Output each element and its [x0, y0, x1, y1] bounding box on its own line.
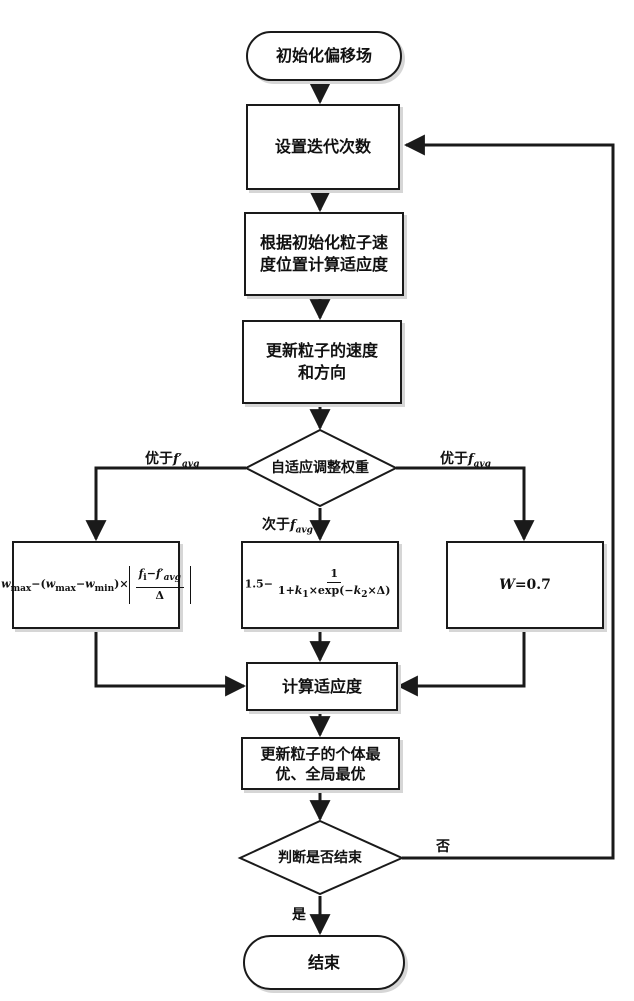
judge-end-text: 判断是否结束	[262, 847, 378, 869]
second-prefix: 次于	[262, 517, 290, 533]
decision-judge-end	[237, 819, 405, 896]
judge-end-label: 判断是否结束	[278, 850, 362, 866]
better-than-prefix-right: 优于	[440, 451, 468, 467]
set-iterations-label: 设置迭代次数	[274, 137, 371, 156]
edge-label-left: 优于f′avg	[145, 448, 199, 470]
edge-leftbox-to-calc	[94, 629, 247, 697]
edge-adaptive-left	[85, 466, 246, 542]
edge-label-right: 优于favg	[440, 448, 491, 470]
calc-init-fitness-node: 根据初始化粒子速度位置计算适应度	[244, 212, 404, 296]
weight-formula-right-node: W=0.7	[446, 541, 604, 629]
f-avg-symbol-middle: favg	[290, 518, 313, 536]
start-node: 初始化偏移场	[246, 31, 402, 81]
calc-init-fitness-label: 根据初始化粒子速度位置计算适应度	[259, 233, 388, 274]
end-label: 结束	[307, 952, 340, 972]
end-node: 结束	[243, 935, 405, 990]
update-velocity-label: 更新粒子的速度和方向	[265, 341, 378, 382]
edge-adaptive-right	[396, 466, 535, 542]
edge-label-yes: 是	[292, 907, 306, 923]
decision-adaptive-weight	[243, 428, 399, 508]
calc-fitness-label: 计算适应度	[281, 676, 362, 696]
f-prime-avg-symbol: f′avg	[173, 452, 200, 470]
f-avg-symbol-right: favg	[468, 452, 491, 470]
start-label: 初始化偏移场	[275, 46, 372, 65]
better-than-prefix-left: 优于	[145, 451, 173, 467]
weight-formula-right: W=0.7	[499, 577, 551, 593]
edge-judge-no-loop	[402, 134, 615, 860]
edge-rightbox-to-calc	[396, 629, 526, 697]
edge-label-no: 否	[436, 839, 450, 855]
adaptive-weight-text: 自适应调整权重	[256, 457, 384, 479]
adaptive-weight-label: 自适应调整权重	[271, 460, 369, 476]
set-iterations-node: 设置迭代次数	[246, 104, 400, 190]
update-best-node: 更新粒子的个体最优、全局最优	[241, 737, 400, 790]
update-best-label: 更新粒子的个体最优、全局最优	[260, 744, 381, 783]
update-velocity-node: 更新粒子的速度和方向	[242, 320, 402, 404]
calc-fitness-node: 计算适应度	[246, 662, 398, 711]
edge-label-middle: 次于favg	[262, 514, 313, 536]
